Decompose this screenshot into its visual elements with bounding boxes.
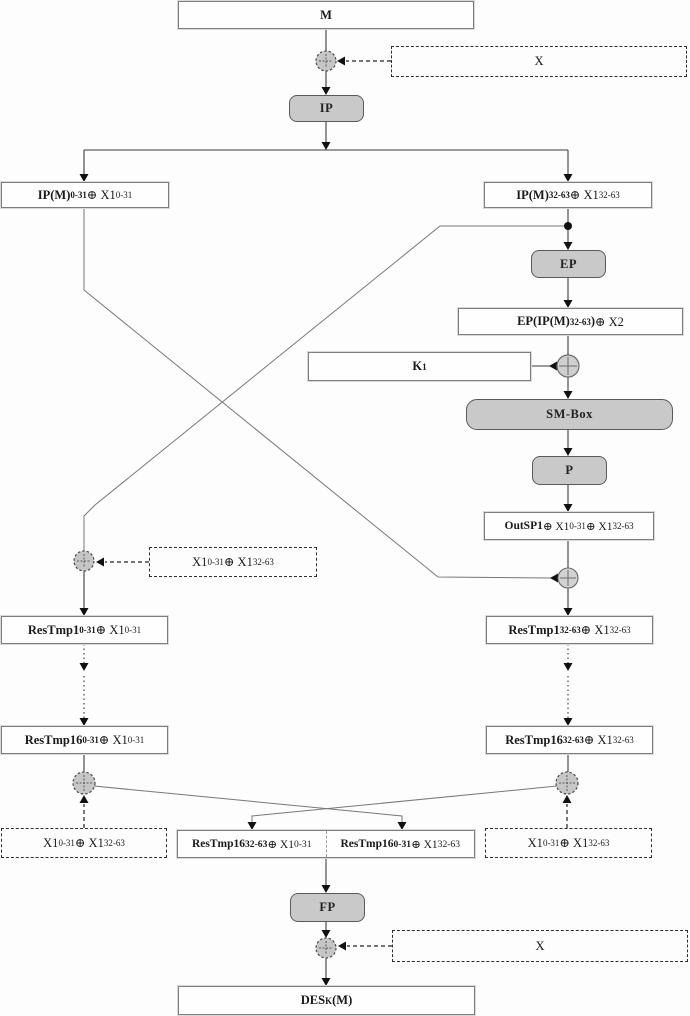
cross-edges [83, 208, 568, 823]
xor-icon-bottom-left [72, 771, 96, 795]
xor-icons [72, 50, 580, 959]
op-p-box: P [532, 456, 607, 485]
mask-x-bottom: X [392, 930, 688, 962]
mask-x-top-label: X [534, 54, 544, 68]
xor-icon-left-mid [73, 550, 95, 572]
mask-x-bottom-label: X [535, 938, 545, 953]
dashed-edges [83, 60, 568, 947]
op-ip-label: IP [319, 101, 334, 115]
op-fp-box: FP [290, 893, 365, 922]
junction-dot [564, 222, 572, 230]
xor-icon-bottom-right [555, 771, 579, 795]
message-label: M [320, 7, 332, 22]
node-message: M [178, 1, 474, 29]
op-ep-box: EP [531, 250, 606, 278]
edge-swap-left [93, 785, 403, 823]
op-smbox: SM-Box [466, 399, 673, 430]
op-ip-box: IP [289, 95, 364, 122]
xor-icon-bottom [315, 937, 337, 959]
node-ep-out: EP(IP(M)32-63) ⊕ X2 [458, 308, 683, 335]
xor-icon-right-mid [557, 567, 579, 589]
round-repeat-edges [83, 644, 569, 719]
arrowheads [79, 56, 573, 986]
op-smbox-label: SM-Box [546, 407, 593, 421]
edge-right-to-left-xor [83, 225, 568, 551]
mask-x-top: X [391, 46, 687, 77]
op-fp-label: FP [319, 900, 336, 914]
xor-icon-key [556, 354, 580, 378]
edge-left-to-right-xor [83, 208, 552, 579]
op-p-label: P [565, 463, 574, 477]
xor-icon-top [315, 50, 337, 72]
edge-swap-right [251, 785, 558, 823]
op-ep-label: EP [560, 256, 577, 271]
